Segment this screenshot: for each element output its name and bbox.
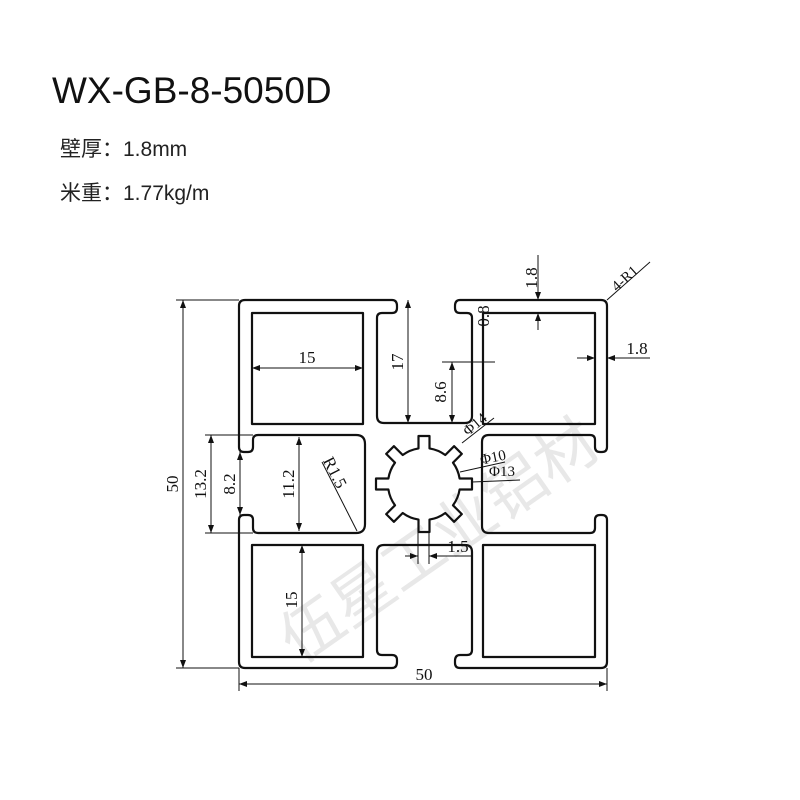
hollow-top-right (481, 311, 597, 426)
label-slot-lip: 0.8 (474, 305, 493, 326)
label-overall-width: 50 (416, 665, 433, 684)
label-slot-inner: 13.2 (191, 469, 210, 499)
watermark: 伍星工业铝材 (266, 404, 613, 677)
label-corner-radius: 4-R1 (609, 263, 642, 295)
leader-dia-core (459, 461, 506, 473)
profile-title: WX-GB-8-5050D (52, 70, 332, 111)
label-slot-offset: 8.6 (431, 381, 450, 402)
profile-outline (237, 298, 609, 670)
weight-spec: 米重：1.77kg/m (60, 177, 209, 207)
leader-dia-outer (461, 417, 495, 444)
hollow-bottom-right (481, 543, 597, 659)
label-right-wall: 1.8 (626, 339, 647, 358)
leader-corner-radius (606, 261, 651, 301)
center-star-hole (374, 434, 474, 534)
leader-inner-radius (321, 461, 358, 532)
hollow-bottom-left (250, 543, 365, 659)
weight-label: 米重： (60, 181, 123, 205)
label-top-wall: 1.8 (522, 267, 541, 288)
label-bottom-square: 15 (282, 592, 301, 609)
label-slot-depth: 17 (388, 353, 407, 371)
label-slot-opening: 8.2 (220, 473, 239, 494)
wall-thickness-value: 1.8mm (123, 138, 188, 161)
label-top-square: 15 (299, 348, 316, 367)
label-overall-height: 50 (163, 476, 182, 493)
label-dia-teeth: Φ13 (489, 464, 515, 480)
wall-thickness-label: 壁厚： (60, 137, 123, 161)
leader-dia-teeth (471, 479, 521, 483)
label-inner-radius: R1.5 (319, 454, 351, 492)
label-channel-height: 11.2 (279, 469, 298, 498)
weight-value: 1.77kg/m (123, 182, 210, 205)
label-dia-core: Φ10 (479, 448, 508, 469)
wall-thickness-spec: 壁厚：1.8mm (60, 133, 187, 163)
label-tooth-width: 1.5 (447, 537, 468, 556)
